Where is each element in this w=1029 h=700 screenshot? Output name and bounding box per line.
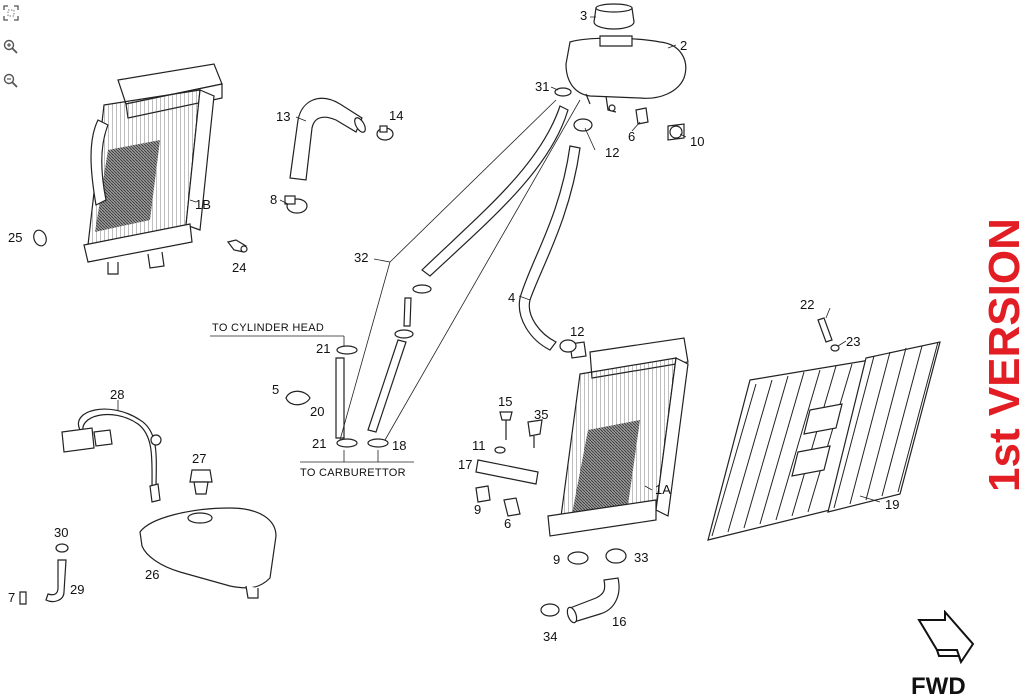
version-text: 1st VERSION: [980, 218, 1029, 492]
callout-22: 22: [800, 297, 814, 312]
callout-16: 16: [612, 614, 626, 629]
zoom-in-icon[interactable]: [2, 38, 20, 56]
callout-6-bottom: 6: [504, 516, 511, 531]
sensor-24: [226, 239, 248, 253]
viewer-toolbar: [0, 0, 26, 100]
callout-10: 10: [690, 134, 704, 149]
bolt-15: [499, 411, 513, 440]
callout-34: 34: [543, 629, 557, 644]
ring-30: [55, 543, 69, 553]
hose-4: [518, 145, 581, 351]
callout-3: 3: [580, 8, 587, 23]
clamp-33: [605, 548, 627, 564]
callout-31: 31: [535, 79, 549, 94]
clip-5: [285, 390, 311, 406]
callout-2: 2: [680, 38, 687, 53]
note-carburettor: TO CARBURETTOR: [300, 467, 406, 479]
fwd-label: FWD: [911, 673, 966, 700]
callout-1a: 1A: [655, 482, 671, 497]
clamp-21-top: [336, 345, 358, 355]
callout-25: 25: [8, 230, 22, 245]
washer-23: [830, 344, 840, 352]
callout-21-top: 21: [316, 341, 330, 356]
radiator-1b: [83, 63, 223, 275]
fit-screen-icon[interactable]: [2, 4, 20, 22]
clamp-18: [367, 438, 389, 448]
radiator-1a: [547, 337, 689, 537]
clamp-21-bottom: [336, 438, 358, 448]
clip-6-bottom: [503, 497, 521, 517]
hose-16: [569, 577, 620, 623]
screw-22: [817, 317, 833, 343]
hose-32: [421, 105, 569, 277]
ring-25: [33, 229, 47, 247]
clip-6-top: [635, 107, 649, 125]
callout-8: 8: [270, 192, 277, 207]
callout-30: 30: [54, 525, 68, 540]
zoom-out-icon[interactable]: [2, 72, 20, 90]
clamp-8: [284, 195, 308, 214]
clamp-31: [554, 87, 572, 97]
callout-18: 18: [392, 438, 406, 453]
callout-6-top: 6: [628, 129, 635, 144]
callout-13: 13: [276, 109, 290, 124]
forward-arrow-icon: [917, 610, 975, 665]
callout-4: 4: [508, 290, 515, 305]
clamp-12-mid: [559, 339, 577, 353]
filler-cap-3: [593, 3, 635, 30]
fwd-indicator: FWD: [911, 610, 975, 700]
clamp-34: [540, 603, 560, 617]
callout-20: 20: [310, 404, 324, 419]
clamp-mid: [394, 284, 432, 339]
callout-9-left: 9: [474, 502, 481, 517]
callout-12-mid: 12: [570, 324, 584, 339]
hose-13: [289, 97, 363, 181]
clip-7: [19, 591, 27, 605]
callout-19: 19: [885, 497, 899, 512]
callout-5: 5: [272, 382, 279, 397]
callout-29: 29: [70, 582, 84, 597]
bracket-17: [475, 459, 539, 485]
version-label: 1st VERSION: [980, 218, 1029, 492]
clamp-14: [376, 125, 394, 141]
callout-11: 11: [472, 438, 486, 453]
callout-7: 7: [8, 590, 15, 605]
radiator-grille-19: [707, 341, 941, 541]
callout-1b: 1B: [195, 197, 211, 212]
callout-26: 26: [145, 567, 159, 582]
washer-11: [494, 446, 506, 454]
grommet-9-bottom: [567, 551, 589, 565]
callout-24: 24: [232, 260, 246, 275]
clamp-12-top: [573, 118, 593, 132]
wiring-harness-28: [61, 408, 162, 503]
bolt-35: [527, 419, 543, 448]
cap-27: [189, 469, 213, 495]
note-cylinder-head: TO CYLINDER HEAD: [212, 322, 324, 334]
expansion-tank-2: [565, 35, 687, 113]
callout-32: 32: [354, 250, 368, 265]
callout-15: 15: [498, 394, 512, 409]
callout-17: 17: [458, 457, 472, 472]
callout-27: 27: [192, 451, 206, 466]
reservoir-26: [139, 507, 277, 599]
hose-20: [335, 357, 345, 439]
callout-21-bottom: 21: [312, 436, 326, 451]
callout-28: 28: [110, 387, 124, 402]
tap-29: [45, 559, 67, 603]
callout-14: 14: [389, 108, 403, 123]
callout-9-bottom: 9: [553, 552, 560, 567]
callout-23: 23: [846, 334, 860, 349]
bolt-10: [667, 123, 685, 141]
grommet-9: [475, 485, 491, 503]
callout-33: 33: [634, 550, 648, 565]
callout-12-top: 12: [605, 145, 619, 160]
callout-35: 35: [534, 407, 548, 422]
